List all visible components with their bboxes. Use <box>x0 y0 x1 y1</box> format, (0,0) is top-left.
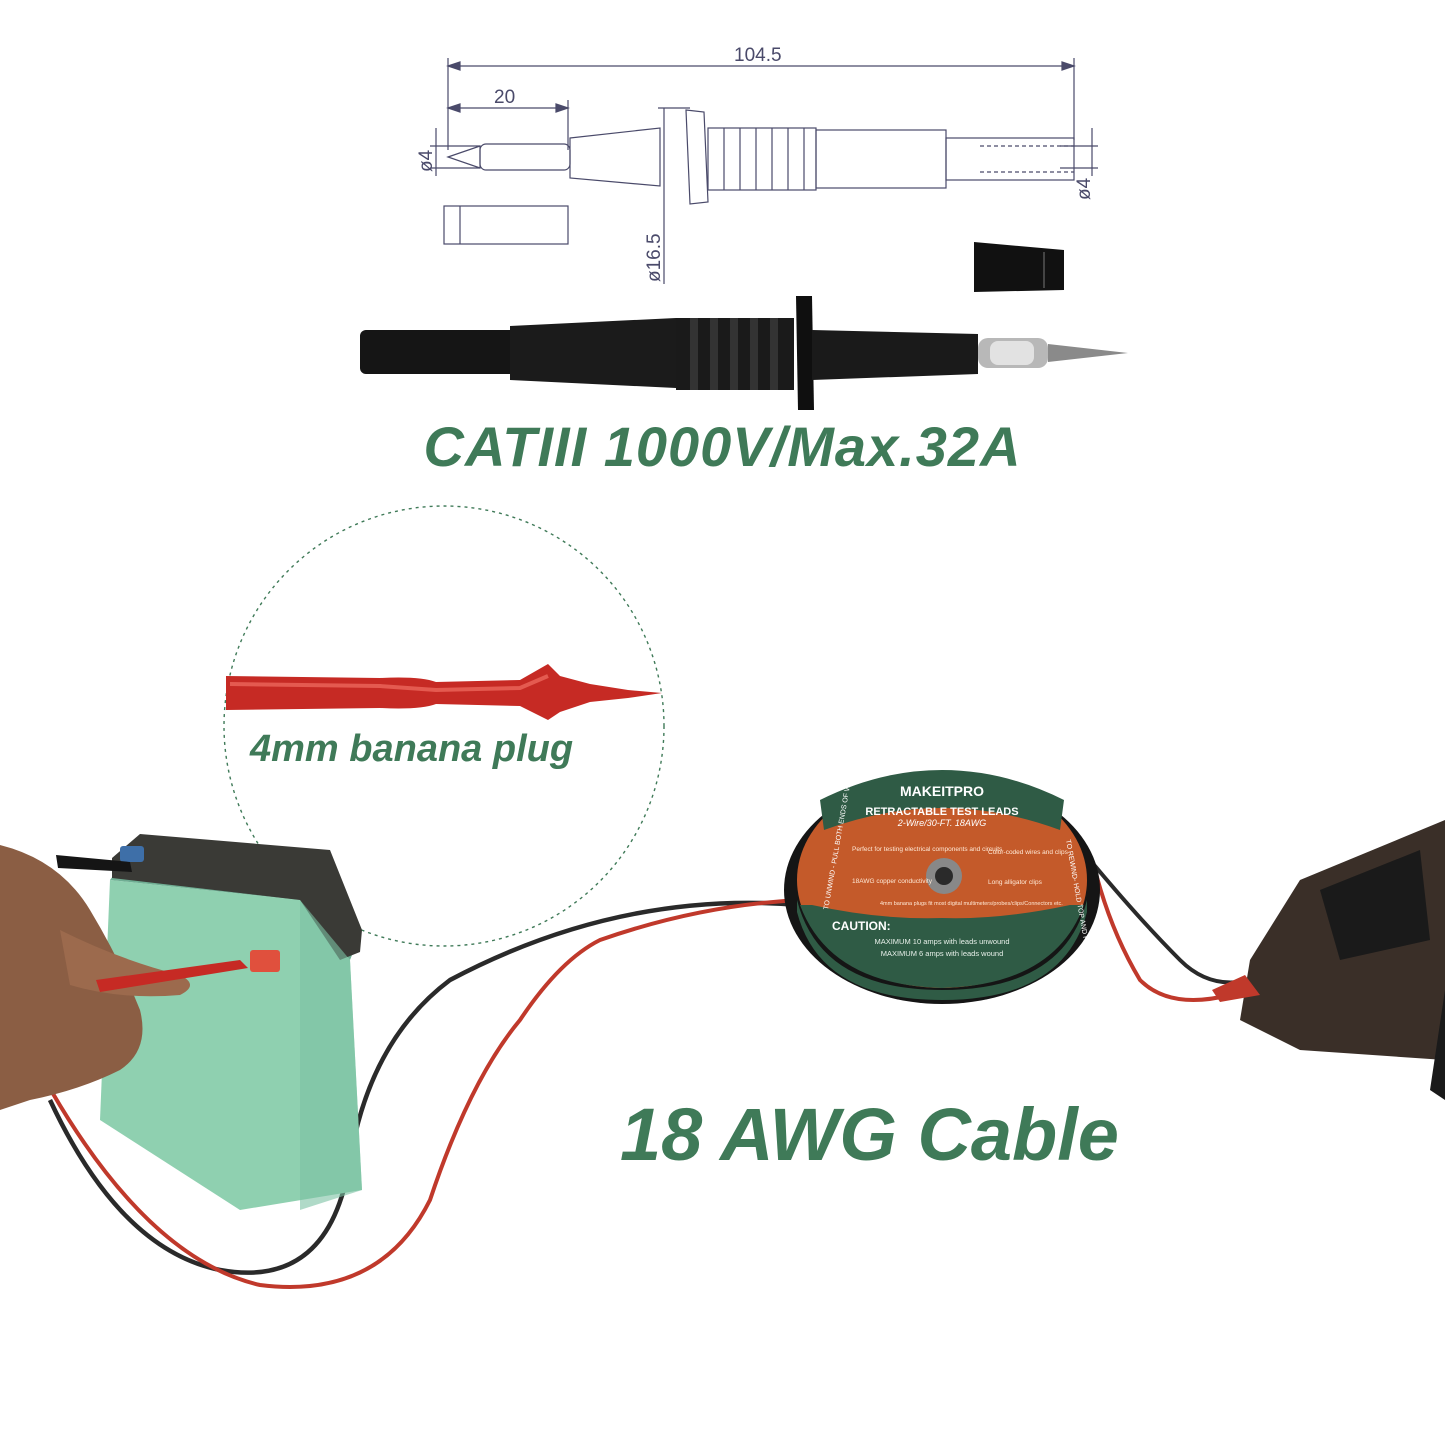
cable-label: 18 AWG Cable <box>620 1093 1119 1176</box>
reel-subtitle: 2-Wire/30-FT. 18AWG <box>897 818 986 828</box>
socket-diameter-label: ø4 <box>1074 177 1095 200</box>
rating-text: CATIII 1000V/Max.32A <box>423 415 1022 478</box>
guard-diameter-label: ø16.5 <box>644 233 665 282</box>
reel-caution-line-1: MAXIMUM 10 amps with leads unwound <box>874 937 1009 946</box>
plug-diameter-label: ø4 <box>416 149 437 172</box>
reel-brand: MAKEITPRO <box>900 783 984 799</box>
reel-title: RETRACTABLE TEST LEADS <box>865 806 1018 818</box>
reel-feature-5: 4mm banana plugs fit most digital multim… <box>880 901 1063 907</box>
reel-feature-2: 18AWG copper conductivity <box>852 878 933 885</box>
reel-feature-4: Long alligator clips <box>988 879 1043 886</box>
plug-length-label: 20 <box>494 87 515 108</box>
banana-plug-label: 4mm banana plug <box>250 728 574 770</box>
zoom-circle <box>223 505 665 947</box>
overall-length-label: 104.5 <box>734 45 782 66</box>
reel-caution-title: CAUTION: <box>832 919 891 933</box>
reel-feature-1: Perfect for testing electrical component… <box>852 846 1003 853</box>
reel-caution-line-2: MAXIMUM 6 amps with leads wound <box>881 949 1004 958</box>
reel-feature-3: Color-coded wires and clips <box>988 849 1069 856</box>
